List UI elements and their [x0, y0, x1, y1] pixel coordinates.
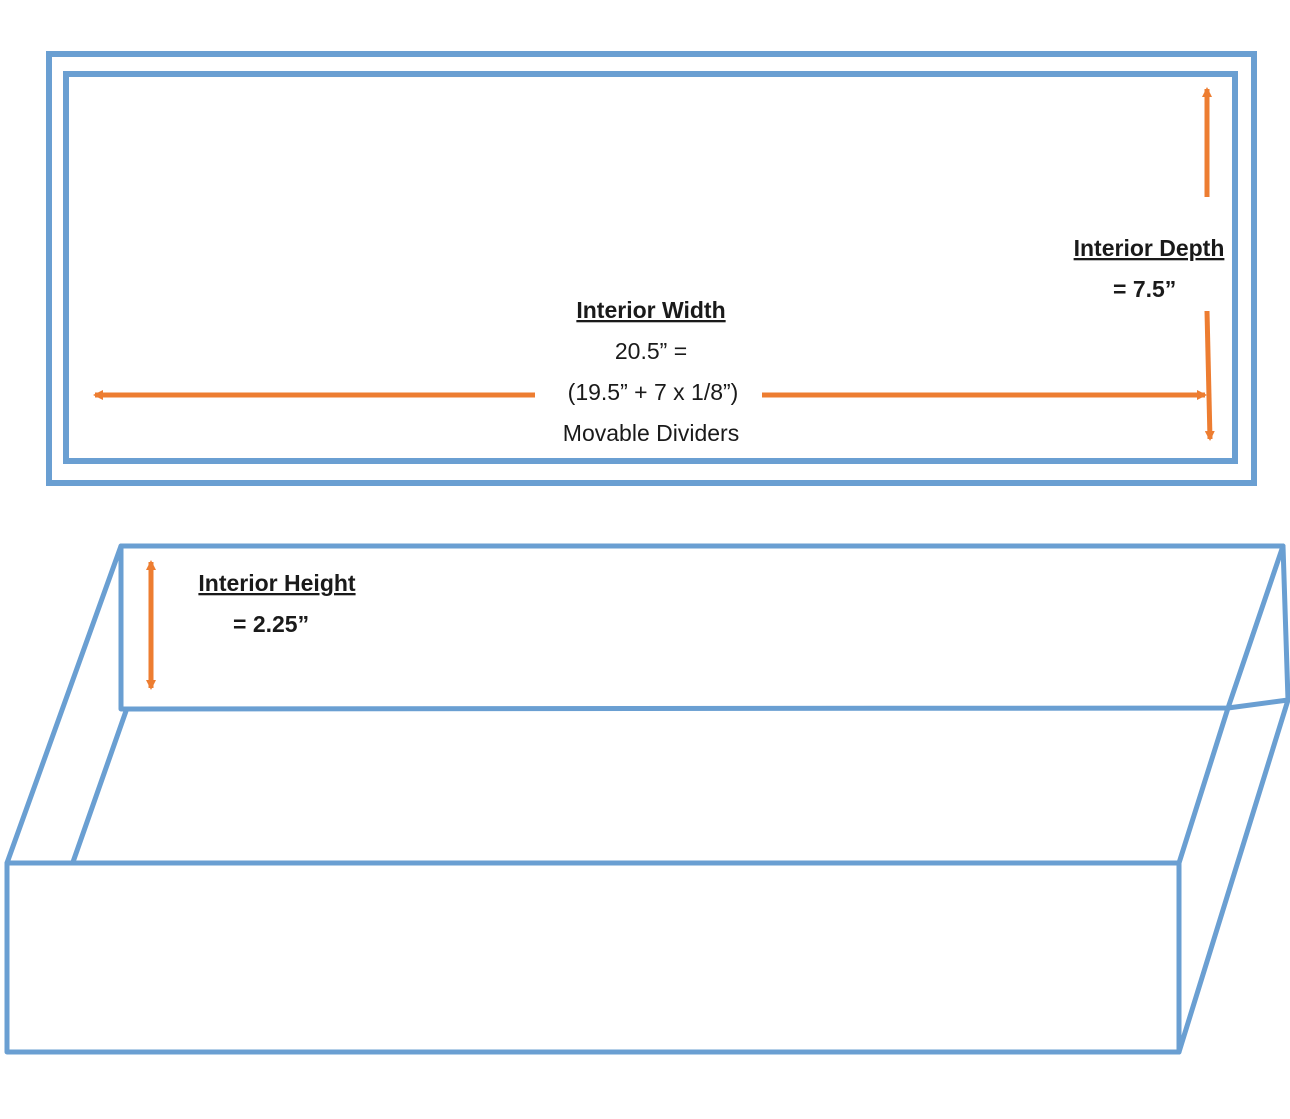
box-front-face	[4, 860, 1182, 1055]
interior-depth-title: Interior Depth	[1074, 235, 1225, 261]
interior-width-title: Interior Width	[576, 297, 725, 323]
box-right-top-edge	[1225, 543, 1286, 711]
depth-arrow-down	[1204, 310, 1215, 441]
box-left-inner-edge	[70, 708, 129, 865]
interior-depth-value: = 7.5”	[1113, 276, 1176, 302]
top-view-outer-rectangle	[46, 51, 1257, 486]
top-view-inner-rectangle	[63, 71, 1238, 464]
box-left-outer-edge	[4, 543, 124, 866]
interior-width-note: Movable Dividers	[563, 420, 739, 446]
interior-width-formula: (19.5” + 7 x 1/8”)	[568, 379, 739, 405]
top-view: Interior Width 20.5” = (19.5” + 7 x 1/8”…	[46, 51, 1257, 486]
box-right-outer-edge	[1176, 697, 1290, 1055]
box-back-wall	[118, 543, 1290, 712]
box-right-inner-edge	[1176, 705, 1231, 866]
interior-width-value: 20.5” =	[615, 338, 687, 364]
interior-height-value: = 2.25”	[233, 611, 309, 637]
interior-height-title: Interior Height	[198, 570, 356, 596]
perspective-view	[4, 543, 1290, 1055]
